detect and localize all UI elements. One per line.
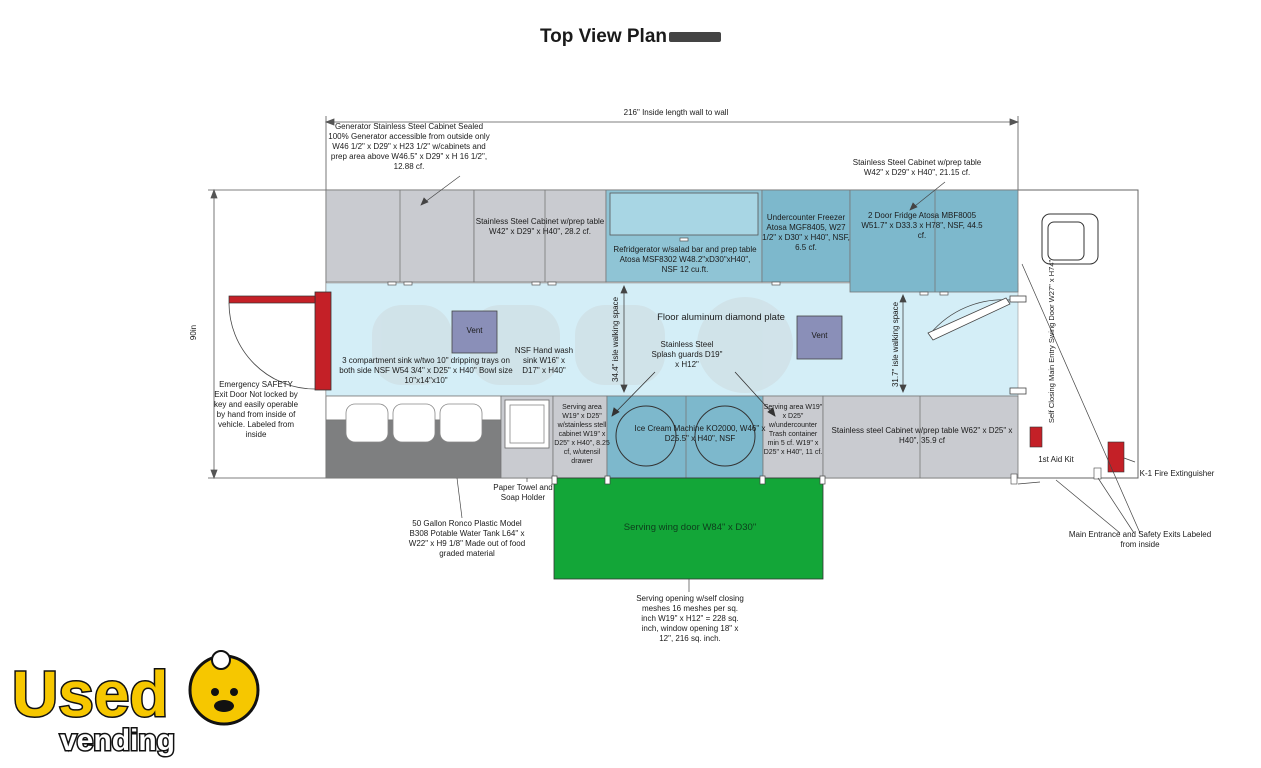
bottom-cabinets <box>325 395 1019 479</box>
first-aid-kit <box>1029 426 1043 448</box>
serving-door-label: Serving wing door W84" x D30" <box>623 522 757 533</box>
leader-lines <box>420 175 1141 592</box>
watermark <box>372 297 793 393</box>
floor-label: Floor aluminum diamond plate <box>657 312 785 323</box>
fire-extinguisher-label: K-1 Fire Extinguisher <box>1139 469 1215 478</box>
top-cabinets <box>325 189 1019 293</box>
cabinet-feet <box>387 237 949 296</box>
redaction-mark <box>669 31 722 42</box>
width-dimension <box>208 188 326 480</box>
exit-marker-door <box>1010 473 1018 485</box>
coin-icon <box>211 650 231 670</box>
cabinet-right-top-label: Stainless Steel Cabinet w/prep table W42… <box>852 158 982 177</box>
aisle-left-label: 34.4" isle walking space <box>611 296 621 383</box>
aisle-arrows <box>620 284 907 394</box>
fire-extinguisher <box>1107 441 1125 473</box>
entry-door <box>927 295 1027 395</box>
splash-label: Stainless Steel Splash guards D19" x H12… <box>651 340 723 369</box>
water-tank-label: 50 Gallon Ronco Plastic Model B308 Potab… <box>408 519 526 558</box>
serving-right-label: Serving area W19" x D25" w/undercounter … <box>763 404 823 456</box>
splash-arrows <box>611 371 776 417</box>
sink-label: 3 compartment sink w/two 10" dripping tr… <box>339 356 513 385</box>
emergency-exit-label: Emergency SAFETY Exit Door Not locked by… <box>213 380 299 439</box>
serving-wing-door <box>553 477 824 580</box>
emergency-exit-door <box>228 291 332 391</box>
first-aid-label: 1st Aid Kit <box>1038 455 1074 464</box>
width-label: 90in <box>189 324 199 341</box>
icecream-label: Ice Cream Machine KO2000, W46" x D25.5" … <box>634 424 766 443</box>
handsink-label: NSF Hand wash sink W16" x D17" x H40" <box>514 346 574 375</box>
serving-opening-label: Serving opening w/self closing meshes 16… <box>636 594 744 643</box>
used-vending-logo: Used vending <box>11 650 260 759</box>
vent-right <box>796 315 843 360</box>
logo-lettering-used: Used <box>11 657 171 732</box>
exit-marker <box>1093 467 1102 480</box>
fridge-label: 2 Door Fridge Atosa MBF8005 W51.7" x D33… <box>861 211 983 240</box>
paper-towel-label: Paper Towel and Soap Holder <box>493 483 553 502</box>
serving-left-label: Serving area W19" x D25" w/stainless ste… <box>554 404 610 465</box>
generator-label: Generator Stainless Steel Cabinet Sealed… <box>328 122 490 171</box>
aisle-right-label: 31.7" isle walking space <box>891 301 901 388</box>
cabinet-bottom-label: Stainless steel Cabinet w/prep table W62… <box>831 426 1013 445</box>
cabinet-top-label: Stainless Steel Cabinet w/prep table W42… <box>475 217 605 236</box>
freezer-label: Undercounter Freezer Atosa MGF8405, W27 … <box>762 213 850 252</box>
serving-window-marks <box>551 475 826 485</box>
entry-door-label: Self Closing Main Entry Swing Door W27" … <box>1047 259 1057 424</box>
vent-left-label: Vent <box>466 326 483 335</box>
page-title: Top View Plan <box>0 26 1261 48</box>
main-entrance-label: Main Entrance and Safety Exits Labeled f… <box>1068 530 1212 549</box>
logo-vending-text: vending <box>60 724 175 757</box>
length-dimension <box>324 116 1020 190</box>
length-label: 216" Inside length wall to wall <box>623 108 729 117</box>
vent-left <box>451 310 498 354</box>
refrigerator-label: Refridgerator w/salad bar and prep table… <box>613 245 757 274</box>
vent-right-label: Vent <box>811 331 828 340</box>
logo-used-text: Used <box>12 658 169 730</box>
driver-seat-icon <box>1041 213 1099 265</box>
